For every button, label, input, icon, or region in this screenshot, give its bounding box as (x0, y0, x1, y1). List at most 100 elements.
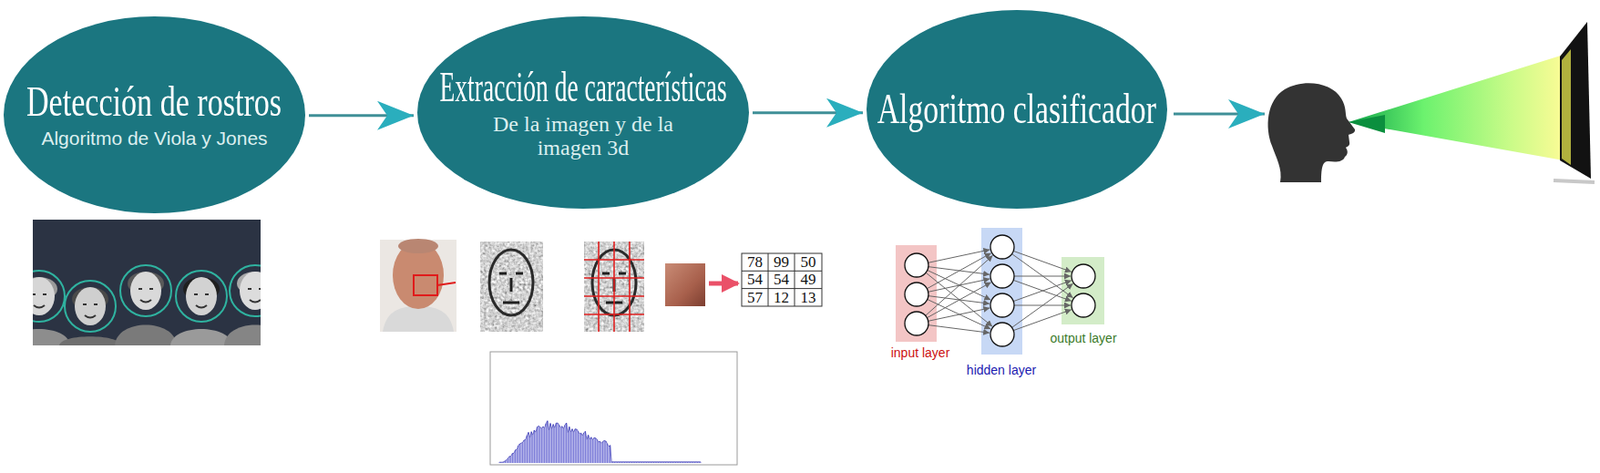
faces-illustration (8, 219, 287, 346)
ellipse-text-area: Extracción de característicasDe la image… (416, 15, 750, 210)
table-cell: 57 (747, 288, 763, 308)
histogram-bar (596, 439, 598, 463)
histogram-bar (580, 432, 582, 463)
table-cell: 99 (773, 253, 790, 272)
grid-texture-image (584, 241, 645, 332)
cartoon-face (59, 280, 122, 346)
histogram-bar (583, 432, 585, 463)
neuron-connection (928, 325, 990, 334)
ellipse-shape (417, 16, 749, 209)
histogram-bar (516, 449, 518, 463)
detection-circle (64, 280, 116, 332)
red-arrow (708, 281, 739, 287)
neuron-connection (926, 282, 991, 318)
table-cell: 50 (800, 253, 817, 272)
face-body (170, 328, 233, 346)
histogram-bar (600, 443, 602, 463)
face-body (224, 325, 261, 347)
photo-hair (398, 238, 439, 254)
histogram-bar (514, 450, 516, 463)
texture-image (480, 241, 544, 332)
neuron (904, 282, 929, 307)
face-features (82, 304, 98, 318)
cartoon-face (170, 270, 233, 346)
histogram-bar (602, 441, 604, 463)
neuron-connection (925, 255, 994, 316)
histogram-bar (551, 429, 553, 463)
histogram-bar (536, 426, 538, 463)
table-cell: 78 (747, 253, 763, 272)
node-title: Algoritmo clasificador (877, 87, 1157, 132)
histogram-bar (605, 441, 606, 463)
histogram-bar (590, 437, 592, 463)
value-table-grid (741, 253, 822, 307)
histogram-bar (526, 435, 528, 463)
ellipse-text-area: Algoritmo clasificador (865, 9, 1169, 210)
histogram-bar (519, 443, 521, 463)
table-cell: 49 (800, 270, 817, 289)
neuron (990, 264, 1015, 288)
grid-lines (584, 241, 645, 332)
histogram-bar (560, 427, 562, 463)
neuron (1071, 293, 1096, 318)
histogram-bar (533, 430, 535, 463)
histogram-bar (538, 425, 540, 463)
histogram-bar (594, 438, 596, 463)
histogram-bar (543, 428, 545, 463)
process-ellipse: Algoritmo clasificador (865, 9, 1169, 210)
detection-circle (32, 270, 65, 322)
histogram-bar (553, 427, 555, 463)
histogram-bar (570, 431, 572, 463)
cartoon-face (114, 265, 177, 346)
histogram-bar (512, 452, 514, 463)
flow-arrow-to-viewer (1173, 112, 1265, 116)
histogram-bar (574, 429, 576, 463)
histogram-bar (568, 426, 570, 463)
histogram-bar (589, 439, 591, 463)
neuron (990, 293, 1015, 318)
histogram-bar (577, 430, 579, 463)
face-head (32, 276, 55, 316)
histogram-bar (587, 434, 589, 463)
histogram-bar (541, 428, 543, 463)
histogram-bar (582, 435, 584, 463)
face-head (74, 287, 106, 326)
table-cell: 13 (800, 288, 817, 308)
histogram-bar (593, 437, 595, 463)
histogram-bar (510, 456, 512, 463)
histogram-bar (555, 422, 557, 463)
face-features (138, 288, 154, 303)
histogram-bar (575, 429, 577, 463)
layer-label: input layer (891, 345, 951, 360)
histogram-bar (545, 423, 547, 463)
flow-arrow (308, 113, 414, 117)
histogram-outline (499, 420, 701, 462)
histogram-bar (567, 432, 569, 463)
histogram-bar (561, 426, 563, 463)
neuron-connection (1014, 276, 1071, 277)
table-frame (741, 253, 822, 307)
histogram-bar (558, 424, 560, 463)
neuron-connection (927, 299, 992, 330)
cartoon-face (224, 265, 261, 346)
vision-cone (1348, 54, 1564, 161)
histogram-bar (584, 430, 586, 463)
histogram-bar (548, 430, 550, 463)
face-features (247, 288, 261, 303)
layer-label: hidden layer (966, 362, 1036, 378)
photo-shirt (382, 306, 454, 332)
neuron-connection (925, 272, 993, 327)
histogram-chart (490, 351, 738, 465)
histogram-frame (490, 351, 738, 465)
face-photo (379, 238, 457, 332)
histogram-bar (549, 423, 551, 463)
node-subtitle: Algoritmo de Viola y Jones (41, 127, 267, 150)
neuron-connection (1013, 309, 1072, 331)
texture-noise (480, 241, 544, 332)
histogram-bar (539, 427, 541, 463)
histogram-bar (527, 431, 529, 463)
neuron-connection (928, 249, 991, 263)
photo-background (379, 239, 457, 332)
ellipse-text-area: Detección de rostrosAlgoritmo de Viola y… (2, 15, 307, 215)
